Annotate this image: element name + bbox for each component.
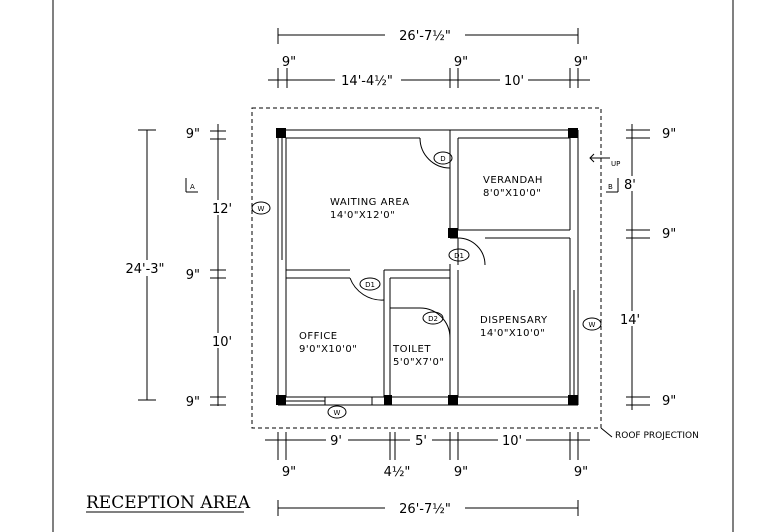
left-wall-bottom-dim: 9" <box>186 395 200 410</box>
bottom-wall-2-dim: 4½" <box>384 465 411 480</box>
right-room-dim: 14' <box>620 313 640 328</box>
section-a-marker: A <box>190 183 195 191</box>
annotations: A B UP ROOF PROJECTION <box>185 153 699 441</box>
left-room-top-dim: 12' <box>212 202 232 217</box>
door-d-tag: D <box>440 155 445 163</box>
bottom-wall-4-dim: 9" <box>574 465 588 480</box>
top-wall-left-dim: 9" <box>282 55 296 70</box>
window-right-tag: W <box>589 321 596 329</box>
window-bottom-tag: W <box>334 409 341 417</box>
top-overall-dim: 26'-7½" <box>399 29 451 44</box>
drawing-title: RECEPTION AREA <box>86 493 251 513</box>
bottom-room-a-dim: 9' <box>330 434 342 449</box>
room-dispensary-name: DISPENSARY <box>480 315 548 326</box>
bottom-wall-1-dim: 9" <box>282 465 296 480</box>
bottom-dimensions: 9' 5' 10' 9" 4½" 9" 9" 26'-7½" <box>265 432 590 517</box>
right-verandah-dim: 8' <box>624 178 636 193</box>
doors <box>349 137 486 339</box>
left-room-bottom-dim: 10' <box>212 335 232 350</box>
room-labels: WAITING AREA 14'0"X12'0" VERANDAH 8'0"X1… <box>299 175 548 368</box>
up-label: UP <box>611 160 620 168</box>
top-room-b-dim: 10' <box>504 74 524 89</box>
right-top-dim: 9" <box>662 127 676 142</box>
bottom-wall-3-dim: 9" <box>454 465 468 480</box>
right-mid-dim: 9" <box>662 227 676 242</box>
top-dimensions: 26'-7½" 9" 14'-4½" 9" 10' 9" <box>268 26 590 89</box>
bottom-room-b-dim: 5' <box>415 434 427 449</box>
room-toilet-name: TOILET <box>392 344 431 355</box>
bottom-room-c-dim: 10' <box>502 434 522 449</box>
room-dispensary-size: 14'0"X10'0" <box>480 328 545 339</box>
left-wall-top-dim: 9" <box>186 127 200 142</box>
section-b-marker: B <box>608 183 613 191</box>
room-verandah-size: 8'0"X10'0" <box>483 188 541 199</box>
opening-tags: D D1 D1 D2 W W W <box>251 151 602 419</box>
room-waiting-size: 14'0"X12'0" <box>330 210 395 221</box>
bottom-overall-dim: 26'-7½" <box>399 502 451 517</box>
left-overall-dim: 24'-3" <box>125 262 164 277</box>
door-d1-tag-dispensary: D1 <box>454 252 464 260</box>
left-dimensions: 24'-3" 9" 12' 9" 10' 9" <box>112 124 232 410</box>
room-office-size: 9'0"X10'0" <box>299 344 357 355</box>
top-wall-mid-dim: 9" <box>454 55 468 70</box>
left-wall-mid-dim: 9" <box>186 268 200 283</box>
window-left-tag: W <box>258 205 265 213</box>
top-room-a-dim: 14'-4½" <box>341 74 393 89</box>
top-wall-right-dim: 9" <box>574 55 588 70</box>
right-bottom-dim: 9" <box>662 394 676 409</box>
room-verandah-name: VERANDAH <box>483 175 543 186</box>
room-toilet-size: 5'0"X7'0" <box>393 357 445 368</box>
walls <box>276 128 579 406</box>
right-dimensions: 9" 8' 9" 14' 9" <box>616 124 676 410</box>
room-office-name: OFFICE <box>299 331 338 342</box>
roof-projection-label: ROOF PROJECTION <box>615 431 699 441</box>
room-waiting-name: WAITING AREA <box>330 197 410 208</box>
roof-projection-outline <box>251 107 602 429</box>
door-d1-tag-office: D1 <box>365 281 375 289</box>
door-d2-tag: D2 <box>428 315 438 323</box>
